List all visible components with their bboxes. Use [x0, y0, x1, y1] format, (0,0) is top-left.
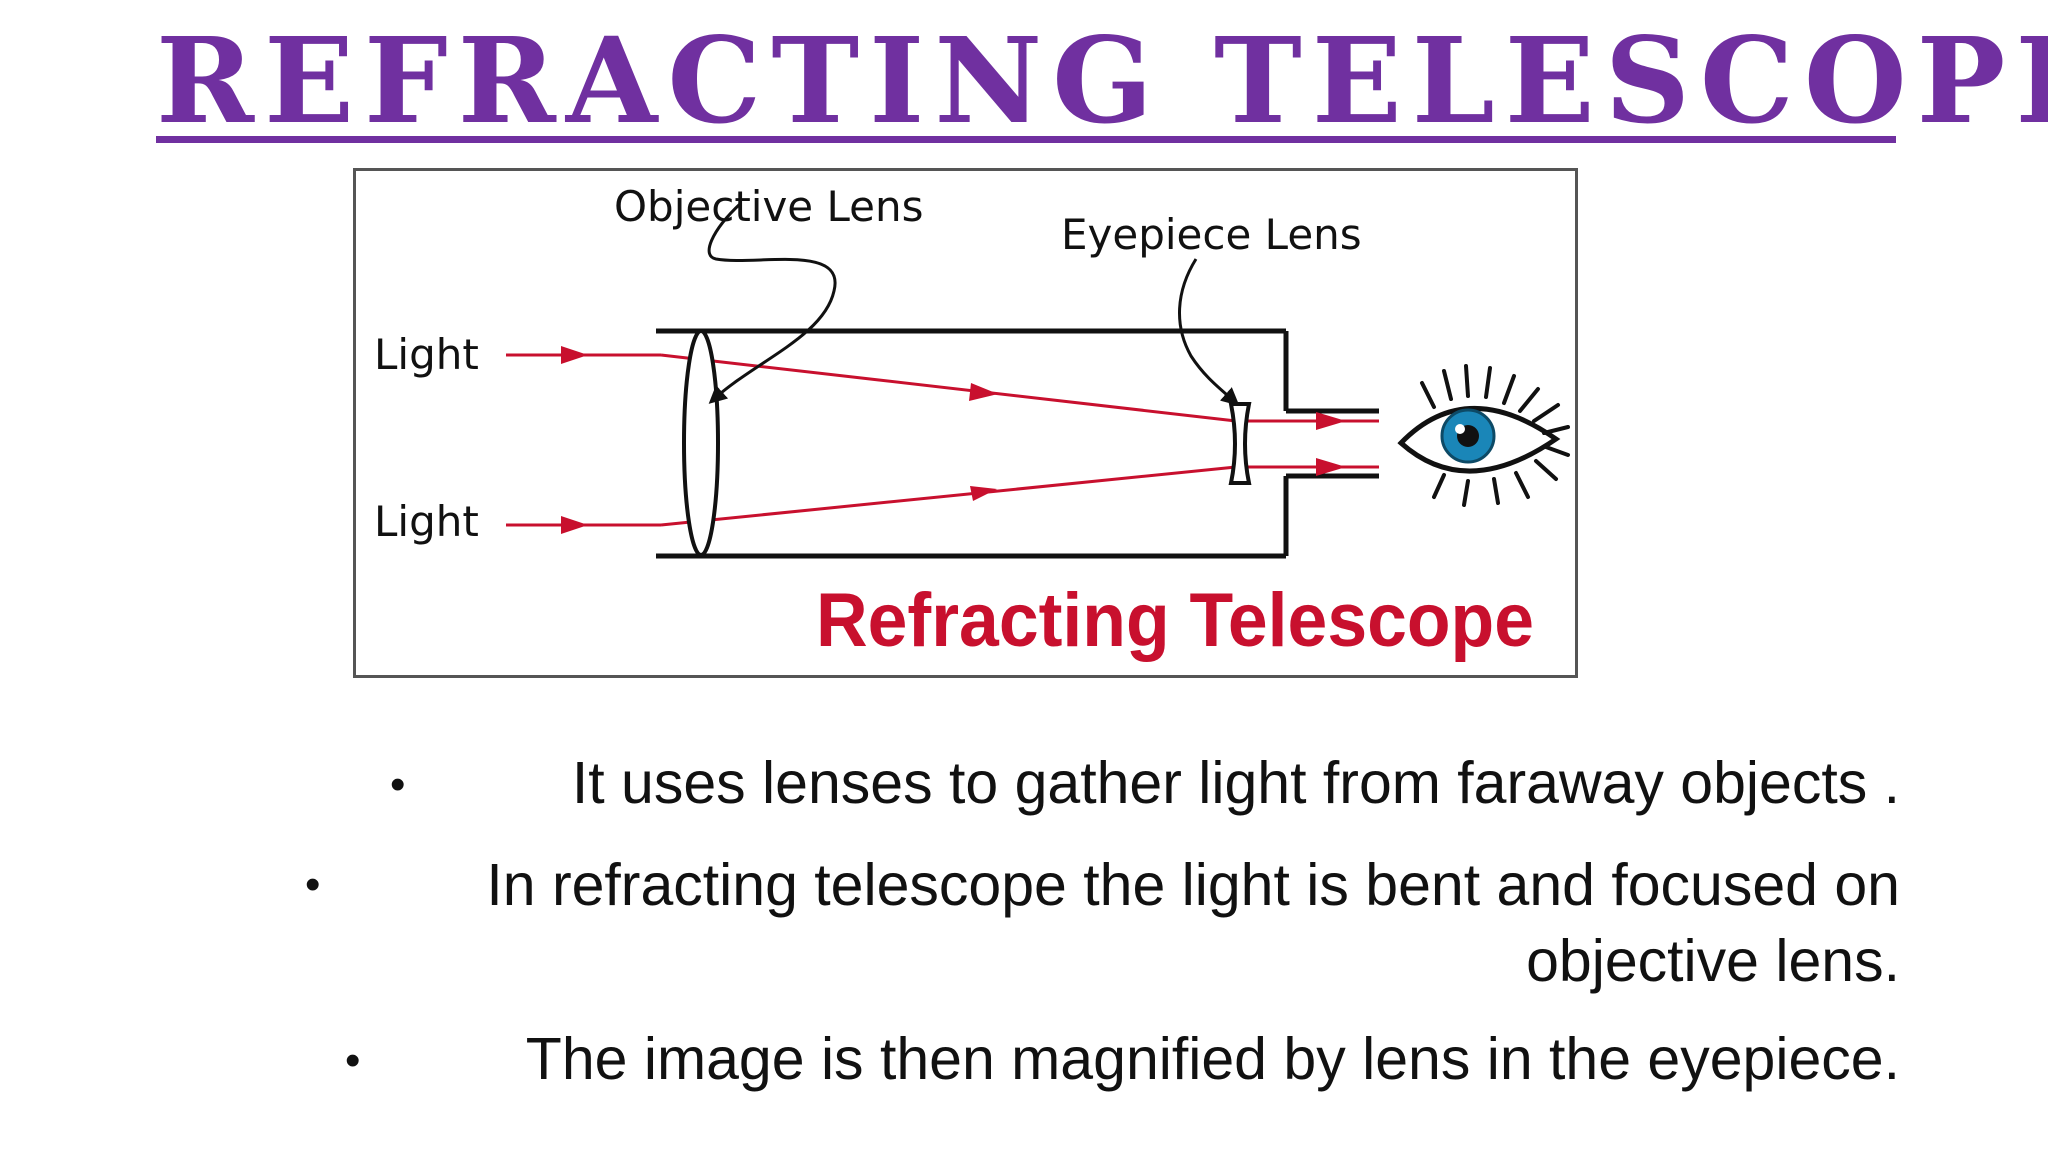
- bullet-item: • In refracting telescope the light is b…: [280, 847, 1900, 999]
- bullet-icon: •: [345, 1036, 361, 1085]
- bullet-icon: •: [305, 860, 321, 909]
- bullet-text: In refracting telescope the light is ben…: [486, 852, 1900, 994]
- ray-arrowheads: [561, 346, 1346, 534]
- arrow-icon: [1316, 458, 1346, 476]
- bullet-text: The image is then magnified by lens in t…: [525, 1026, 1900, 1092]
- slide-title: REFRACTING TELESCOPE: [156, 11, 2048, 150]
- bullet-text: It uses lenses to gather light from fara…: [571, 750, 1900, 816]
- arrow-icon: [970, 486, 997, 501]
- arrow-icon: [1316, 412, 1346, 430]
- bullet-icon: •: [390, 760, 406, 809]
- bullet-item: • The image is then magnified by lens in…: [280, 1021, 1900, 1097]
- telescope-diagram-svg: Objective Lens Eyepiece Lens Light Light…: [374, 182, 1570, 663]
- arrow-icon: [561, 346, 588, 364]
- light-label-top: Light: [374, 330, 479, 379]
- eye-icon: [1397, 364, 1570, 507]
- eyepiece-lens-label: Eyepiece Lens: [1061, 210, 1362, 259]
- telescope-diagram: Objective Lens Eyepiece Lens Light Light…: [353, 168, 1578, 678]
- arrow-icon: [969, 383, 998, 401]
- objective-pointer-arrow: [707, 201, 837, 404]
- light-label-bottom: Light: [374, 497, 479, 546]
- telescope-tube: [656, 328, 1379, 559]
- diagram-caption: Refracting Telescope: [816, 578, 1534, 663]
- eyepiece-pointer-arrow: [1178, 258, 1240, 406]
- bullet-list: • It uses lenses to gather light from fa…: [280, 745, 1900, 1097]
- arrow-icon: [561, 516, 588, 534]
- light-rays: [506, 353, 1379, 527]
- objective-lens-label: Objective Lens: [614, 182, 924, 231]
- title-underline: [156, 136, 1896, 143]
- bullet-item: • It uses lenses to gather light from fa…: [280, 745, 1900, 821]
- ray-top-converging: [660, 353, 1237, 423]
- ray-bottom-converging: [660, 465, 1237, 527]
- eyepiece-lens-icon: [1228, 402, 1252, 485]
- objective-lens-icon: [682, 329, 720, 557]
